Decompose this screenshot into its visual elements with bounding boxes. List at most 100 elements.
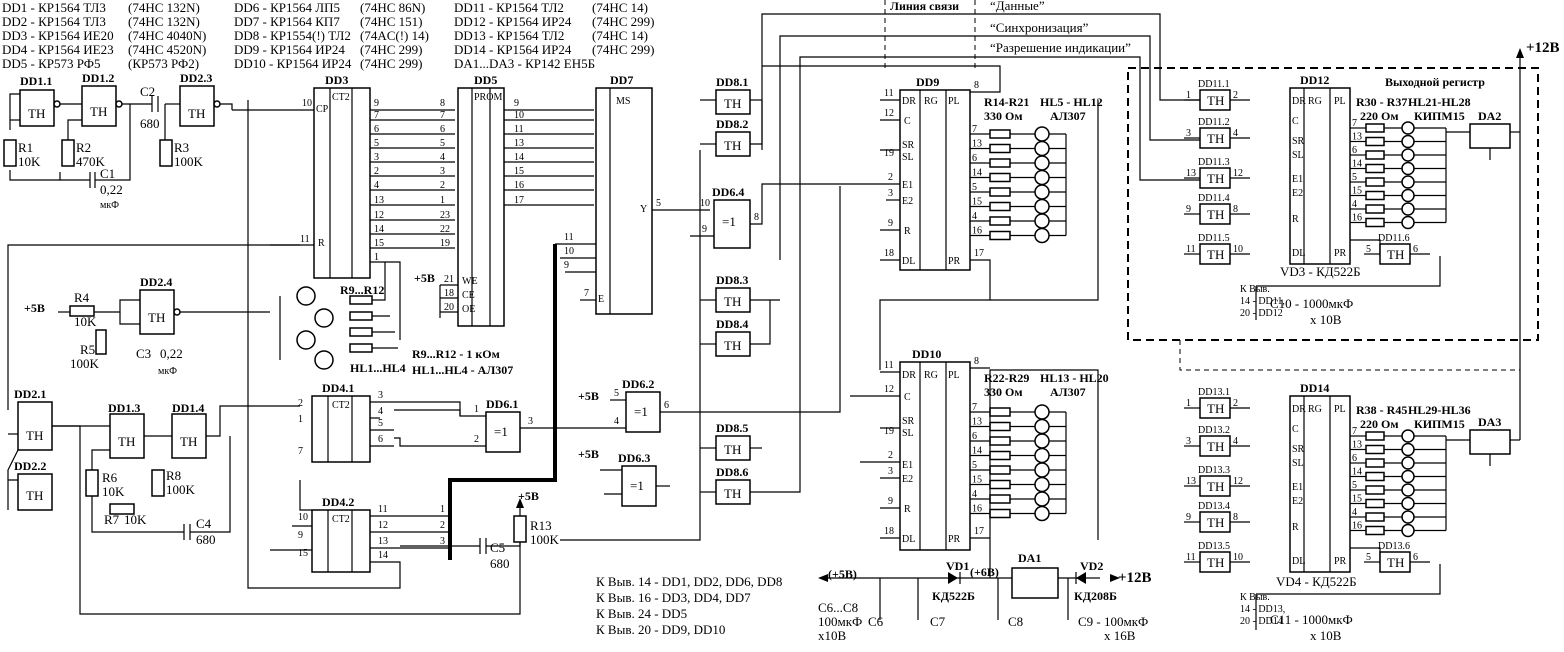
pin-number: 13 [972, 139, 982, 150]
pin-number: 4 [1352, 507, 1357, 518]
pin-number: 13 [1352, 132, 1362, 143]
resistor [989, 479, 1011, 490]
pin-number: 16 [1352, 521, 1362, 532]
svg-text:18: 18 [884, 526, 894, 537]
hl29-hl36-type: КИПМ15 [1414, 417, 1465, 431]
pin-number: 6 [1352, 453, 1357, 464]
chip-dd12-e2: E2 [1292, 188, 1303, 199]
resistor [1365, 190, 1385, 201]
pin-number: 15 [972, 475, 982, 486]
svg-text:8: 8 [440, 98, 445, 109]
gate-dd2-2 [17, 473, 53, 511]
r3-label: R3 [174, 140, 189, 155]
pin-number: 7 [1352, 118, 1357, 129]
pins-note-2: К Выв. 16 - DD3, DD4, DD7 [596, 590, 751, 605]
gate-dd2-3-th: TH [188, 106, 205, 121]
legend-col2: (74HC 132N)(74HC 132N)(74HC 4040N)(74HC … [128, 0, 206, 71]
legend-line: (74AC(!) 14) [360, 28, 429, 43]
legend-line: (74HC 14) [592, 0, 648, 15]
svg-text:18: 18 [884, 248, 894, 259]
c9-voltage: x 16В [1104, 628, 1136, 643]
legend-line: (74HC 151) [360, 14, 422, 29]
chip-dd5-label: DD5 [474, 73, 497, 87]
gate-dd1-3-th: TH [118, 434, 135, 449]
svg-text:10: 10 [700, 198, 710, 209]
gate-dd8-4-label: DD8.4 [716, 317, 748, 331]
gate-dd8-5-th: TH [724, 442, 741, 457]
svg-text:19: 19 [884, 426, 894, 437]
legend-line: (74HC 86N) [360, 0, 425, 15]
led-icon [1401, 175, 1415, 189]
kv2-line3: 20 - DD14 [1240, 616, 1283, 627]
inverter-gate-label: DD13.5 [1198, 541, 1230, 552]
chip-dd10-rg: RG [924, 370, 938, 381]
legend-line: DD5 - КР573 РФ5 [2, 56, 101, 71]
resistor [1365, 163, 1385, 174]
chip-dd12 [1289, 87, 1351, 265]
chip-dd14-dr: DR [1292, 404, 1306, 415]
power-supply-block: (+5В) VD1 КД522Б (+6В) DA1 VD2 КД208Б +1… [818, 100, 1152, 643]
chip-dd14 [1289, 395, 1351, 573]
chip-dd5-ce: CE [462, 290, 475, 301]
led-icon [1034, 433, 1050, 449]
r14-r21-label: R14-R21 [984, 95, 1029, 109]
chip-dd3 [313, 87, 371, 279]
svg-text:5: 5 [378, 418, 383, 429]
r7-label: R7 [104, 512, 120, 527]
svg-text:3: 3 [528, 416, 533, 427]
c3-unit: мкФ [158, 366, 177, 377]
pin-number: 14 [972, 446, 982, 457]
pin-number: 5 [972, 182, 977, 193]
gate-dd2-2-th: TH [26, 488, 43, 503]
chip-dd10-e1: E1 [902, 460, 913, 471]
resistor [989, 465, 1011, 475]
r7-value: 10K [124, 512, 147, 527]
kv2-label: К Выв. [1240, 592, 1270, 603]
pin-number: 8 [1233, 204, 1238, 215]
chip-dd12-e1: E1 [1292, 174, 1303, 185]
led-icon [1401, 161, 1415, 176]
svg-text:4: 4 [614, 416, 619, 427]
legend-line: DD4 - КР1564 ИЕ23 [2, 42, 114, 57]
vd2-type: КД208Б [1074, 589, 1117, 603]
svg-text:12: 12 [884, 108, 894, 119]
c5-label: C5 [490, 540, 505, 555]
r9-r12-label: R9...R12 [340, 283, 384, 297]
counter-dd4-block: DD4.1 CT2 DD4.2 CT2 3 4 5 6 2 1 7 11 12 … [247, 100, 461, 589]
r3-value: 100K [174, 154, 204, 169]
pins-note: К Выв. 14 - DD1, DD2, DD6, DD8 К Выв. 16… [596, 574, 782, 637]
r13-value: 100K [530, 532, 560, 547]
vd4-label: VD4 - КД522Б [1276, 574, 1357, 589]
register-dd10-block: DD10 RG DR PL C SR SL E1 E2 R DL PR 11 1… [850, 347, 990, 551]
svg-text:2: 2 [440, 180, 445, 191]
chip-dd12-r: R [1292, 214, 1299, 225]
gate-dd1-1 [19, 89, 55, 127]
resistor [989, 172, 1011, 183]
pin-number: 2 [1233, 90, 1238, 101]
gate-dd1-1-label: DD1.1 [20, 74, 52, 88]
regulator-da3 [1469, 429, 1511, 455]
svg-text:11: 11 [884, 88, 894, 99]
xor-dd6-1-3-block: DD6.1 =1 DD6.2 =1 +5В DD6.3 =1 +5В 1 2 3… [394, 186, 841, 507]
pin-number: 6 [972, 431, 977, 442]
gate-dd6-2-label: DD6.2 [622, 377, 654, 391]
legend-line: DD12 - КР1564 ИР24 [454, 14, 572, 29]
plus12v-top-label: +12В [1526, 40, 1560, 56]
gate-dd8-5-label: DD8.5 [716, 421, 748, 435]
legend-line: DD14 - КР1564 ИР24 [454, 42, 572, 57]
pin-number: 4 [1233, 128, 1238, 139]
legend-line: (74HC 132N) [128, 0, 200, 15]
r4-value: 10K [74, 314, 97, 329]
gate-dd8-1-label: DD8.1 [716, 75, 748, 89]
svg-text:15: 15 [514, 166, 524, 177]
plus6v-label: (+6В) [970, 565, 999, 579]
register-dd9-block: DD9 RG DR PL C SR SL E1 E2 R DL PR 11 12… [762, 65, 1001, 370]
r9-r12-note: R9...R12 - 1 кОм [412, 347, 500, 361]
r30-r37-value: 220 Ом [1360, 109, 1399, 123]
gate-dd2-3 [179, 85, 215, 127]
prom-dd5-block: DD5 PROM WE CE OE +5В 9 10 11 13 14 15 1… [414, 73, 594, 327]
kv2-line2: 14 - DD13, [1240, 604, 1285, 615]
chip-dd10-sr: SR [902, 416, 915, 427]
c11-label: C11 - 1000мкФ [1270, 612, 1353, 627]
led-icon [1401, 148, 1415, 162]
